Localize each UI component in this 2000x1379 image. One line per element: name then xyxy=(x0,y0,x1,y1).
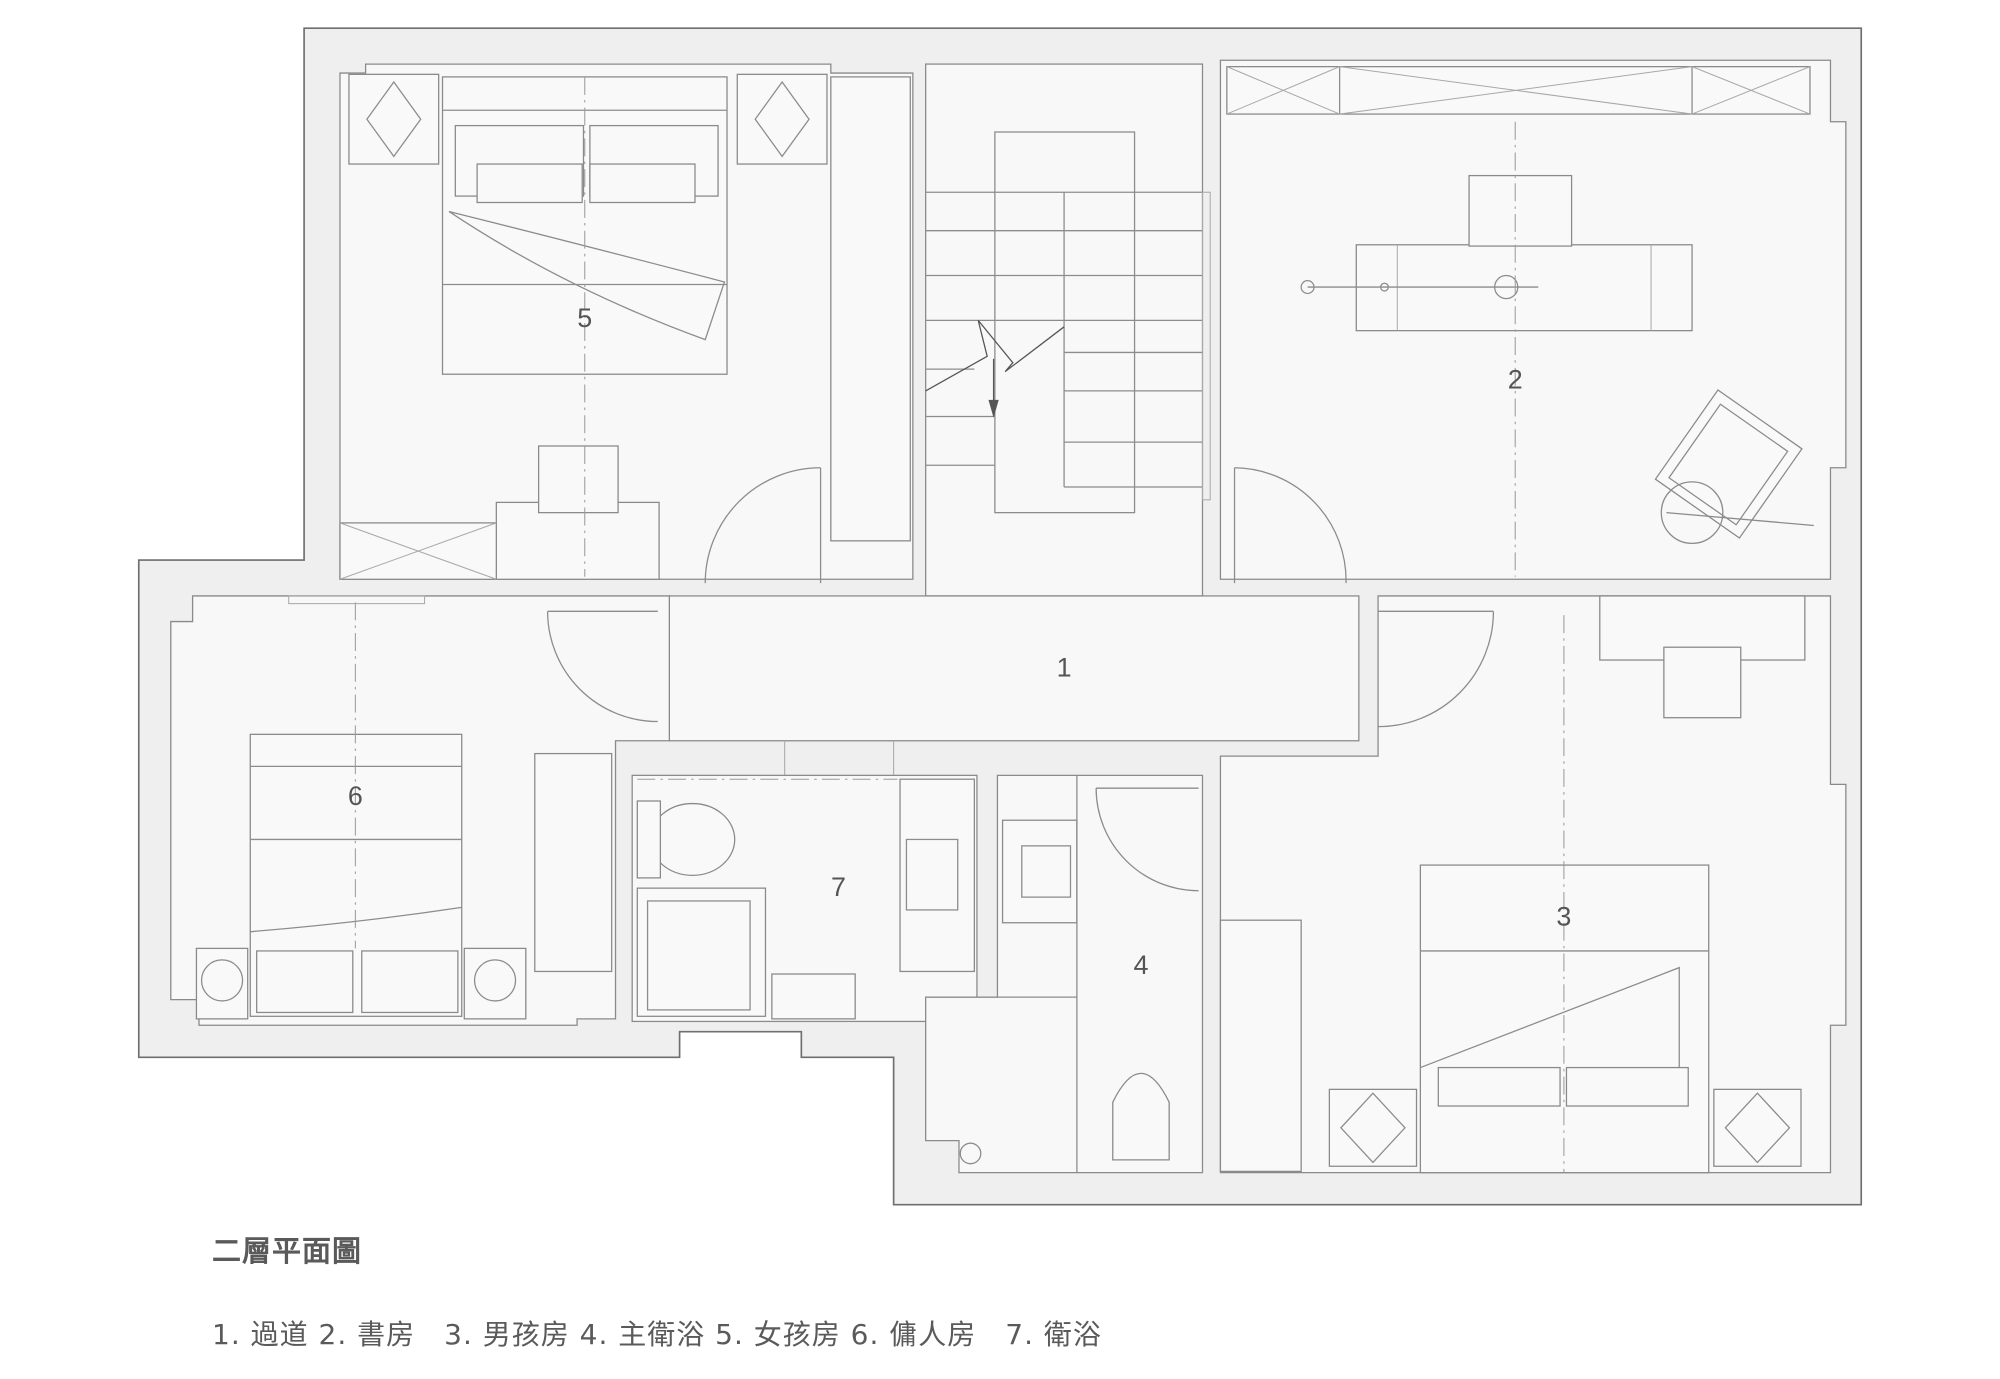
room-number-3: 3 xyxy=(1556,901,1571,931)
room-2-study xyxy=(1219,59,1847,580)
wardrobe xyxy=(1219,919,1302,1173)
room-3-boys-bedroom xyxy=(1219,595,1847,1174)
toilet xyxy=(649,802,736,876)
room-legend: 1. 過道 2. 書房 3. 男孩房 4. 主衛浴 5. 女孩房 6. 傭人房 … xyxy=(212,1318,1102,1351)
nightstand xyxy=(1713,1088,1802,1167)
room-number-7: 7 xyxy=(831,872,846,902)
lounge-chair xyxy=(1654,389,1803,539)
wardrobe xyxy=(534,752,613,973)
nightstand xyxy=(1328,1088,1418,1167)
room-number-6: 6 xyxy=(348,781,363,811)
room-4-master-bathroom xyxy=(925,774,1204,1174)
staircase xyxy=(925,63,1211,597)
desk-chair xyxy=(537,445,619,514)
toilet xyxy=(1112,1072,1170,1161)
vanity xyxy=(1001,819,1078,924)
room-number-2: 2 xyxy=(1508,364,1523,394)
nightstand xyxy=(195,947,249,1020)
nightstand xyxy=(348,73,440,165)
room-7-bathroom xyxy=(631,774,978,1023)
door-room-4 xyxy=(1095,788,1199,892)
door-room-3 xyxy=(1378,611,1495,728)
room-5-furniture xyxy=(339,73,911,580)
vanity xyxy=(899,778,976,973)
doors xyxy=(546,467,1495,892)
plan-title: 二層平面圖 xyxy=(212,1234,363,1268)
door-room-5 xyxy=(704,467,821,584)
room-number-4: 4 xyxy=(1133,950,1148,980)
nightstand xyxy=(463,947,527,1020)
stair-break-line xyxy=(925,319,1065,392)
desk xyxy=(495,501,660,580)
door-room-2 xyxy=(1234,467,1347,584)
desk-chair xyxy=(1663,646,1742,719)
room-number-1: 1 xyxy=(1057,653,1072,683)
wardrobe xyxy=(830,76,911,542)
stair-direction-arrow-icon xyxy=(988,399,999,418)
room-number-5: 5 xyxy=(577,303,592,333)
bed xyxy=(1419,864,1710,1174)
room-1-hallway xyxy=(668,595,1360,776)
door-room-6 xyxy=(546,611,658,723)
desk-chair xyxy=(1468,174,1573,247)
shower xyxy=(636,887,767,1017)
nightstand xyxy=(736,73,828,165)
room-6-maid-room xyxy=(170,595,670,1026)
